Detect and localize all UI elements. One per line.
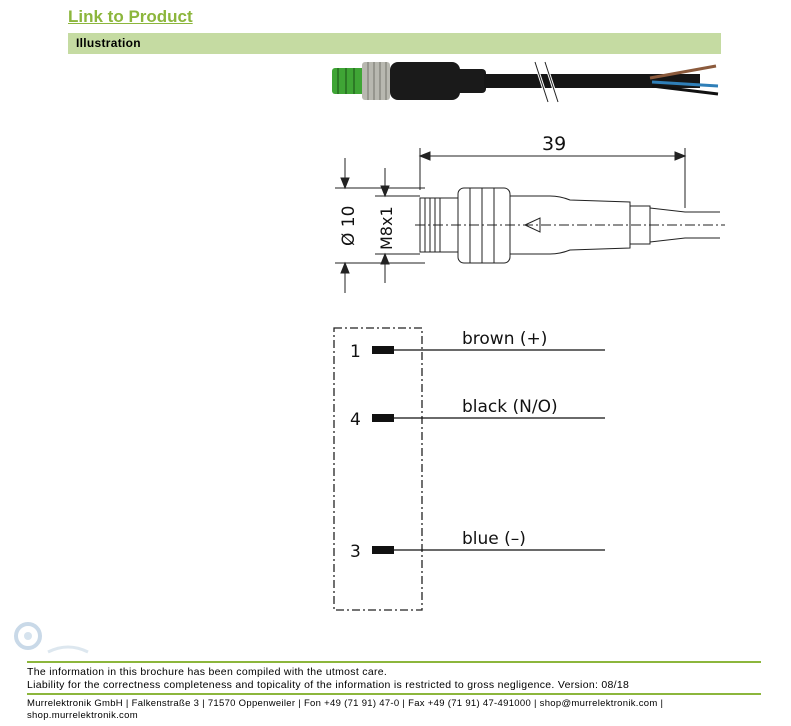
link-to-product[interactable]: Link to Product	[68, 7, 193, 26]
disclaimer-line: The information in this brochure has bee…	[27, 666, 388, 678]
disclaimer: The information in this brochure has bee…	[27, 666, 629, 692]
pin-number: 3	[350, 542, 361, 562]
length-dimension: 39	[542, 133, 566, 155]
connector-outline	[333, 327, 423, 611]
watermark-logo-icon	[14, 622, 89, 654]
connector-tip	[332, 68, 366, 94]
pin-number: 4	[350, 410, 361, 430]
footer-divider	[27, 693, 761, 695]
brown-wire	[649, 64, 717, 80]
dimension-drawing: 39 Ø 10 M8x1	[335, 133, 725, 293]
disclaimer-line: Liability for the correctness completene…	[27, 679, 630, 691]
pin-contact	[372, 346, 394, 354]
shop-link[interactable]: shop.murrelektronik.com	[27, 709, 138, 721]
pin-row-1: 1 brown (+)	[350, 329, 605, 362]
cable-product-image	[332, 61, 719, 103]
section-title: Illustration	[76, 36, 141, 50]
company-info: Murrelektronik GmbH | Falkenstraße 3 | 7…	[27, 698, 663, 721]
illustration-section-header: Illustration	[68, 33, 721, 54]
wire-label: blue (–)	[462, 529, 526, 549]
diameter-dimension: Ø 10	[339, 206, 359, 246]
footer-divider	[27, 661, 761, 663]
company-address: Murrelektronik GmbH | Falkenstraße 3 | 7…	[27, 698, 664, 709]
pin-contact	[372, 414, 394, 422]
wire-label: brown (+)	[462, 329, 547, 349]
pin-number: 1	[350, 342, 361, 362]
knurled-nut	[362, 62, 390, 100]
wiring-diagram: 1 brown (+) 4 black (N/O) 3 blue (–)	[333, 327, 605, 611]
pin-contact	[372, 546, 394, 554]
cable	[484, 74, 700, 88]
black-wire	[651, 84, 719, 96]
pin-row-3: 3 blue (–)	[350, 529, 605, 562]
thread-dimension: M8x1	[377, 206, 396, 250]
connector-body	[390, 62, 460, 100]
wire-label: black (N/O)	[462, 397, 558, 417]
blue-wire	[651, 80, 719, 88]
pin-row-2: 4 black (N/O)	[350, 397, 605, 430]
